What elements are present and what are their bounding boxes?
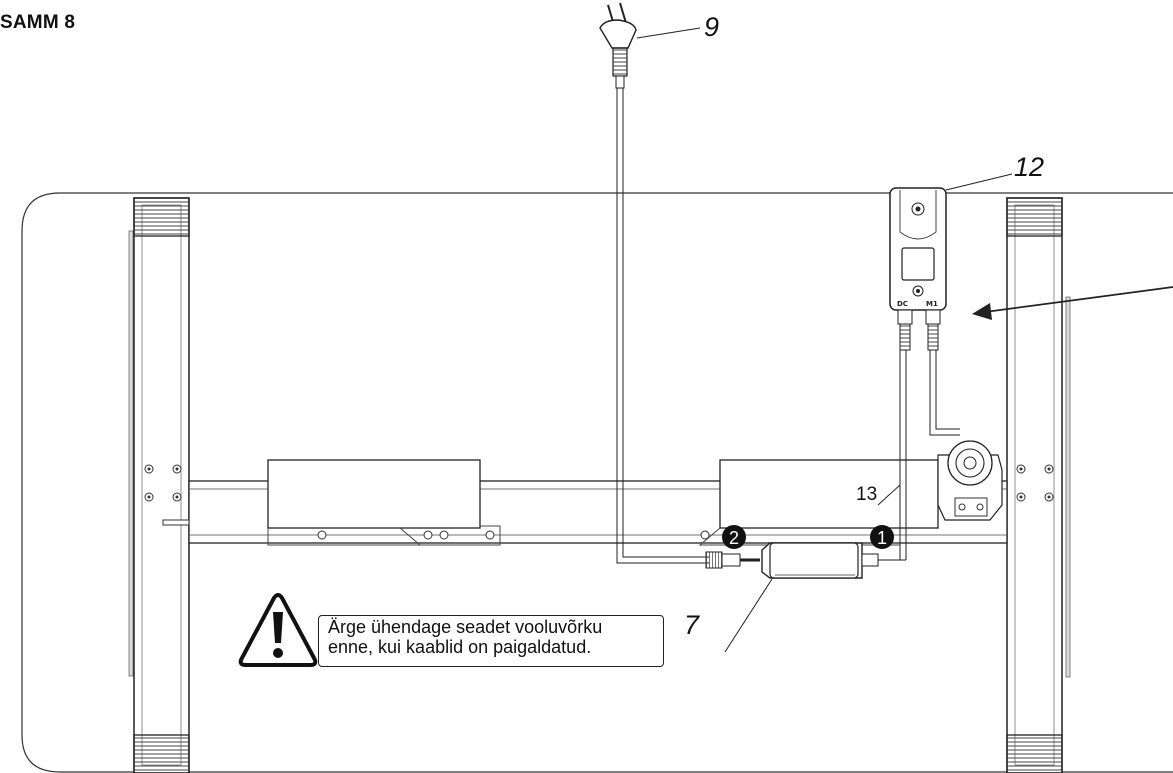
connector-2	[705, 551, 760, 569]
step-title: SAMM 8	[0, 12, 76, 33]
m1-port-label: M1	[926, 300, 938, 308]
svg-text:2: 2	[729, 528, 739, 548]
warning-line-1: Ärge ühendage seadet vooluvõrku	[328, 617, 603, 637]
power-cord	[616, 88, 710, 564]
control-box: DC M1	[889, 187, 947, 351]
warning-text: Ärge ühendage seadet vooluvõrku enne, ku…	[328, 617, 602, 657]
motor-cable	[929, 350, 960, 436]
table-top-outline	[21, 192, 1173, 773]
crossbar	[162, 440, 1008, 546]
connection-marker-2: 2	[722, 525, 746, 549]
motor	[937, 440, 1003, 521]
power-plug-icon	[599, 2, 637, 89]
arrow-icon	[972, 286, 1173, 320]
callout-plug: 9	[704, 12, 720, 42]
svg-text:1: 1	[877, 528, 887, 548]
right-leg	[1006, 197, 1071, 773]
power-adapter	[761, 542, 879, 579]
callout-power-adapter: 7	[684, 610, 700, 640]
connection-marker-1: 1	[870, 525, 894, 549]
callout-cable: 13	[856, 484, 878, 505]
callout-control-box: 12	[1014, 152, 1045, 182]
dc-port-label: DC	[897, 300, 908, 308]
warning-triangle-icon	[238, 593, 318, 667]
warning-box	[318, 615, 664, 667]
left-leg	[128, 197, 190, 773]
warning-line-2: enne, kui kaablid on paigaldatud.	[328, 637, 592, 657]
